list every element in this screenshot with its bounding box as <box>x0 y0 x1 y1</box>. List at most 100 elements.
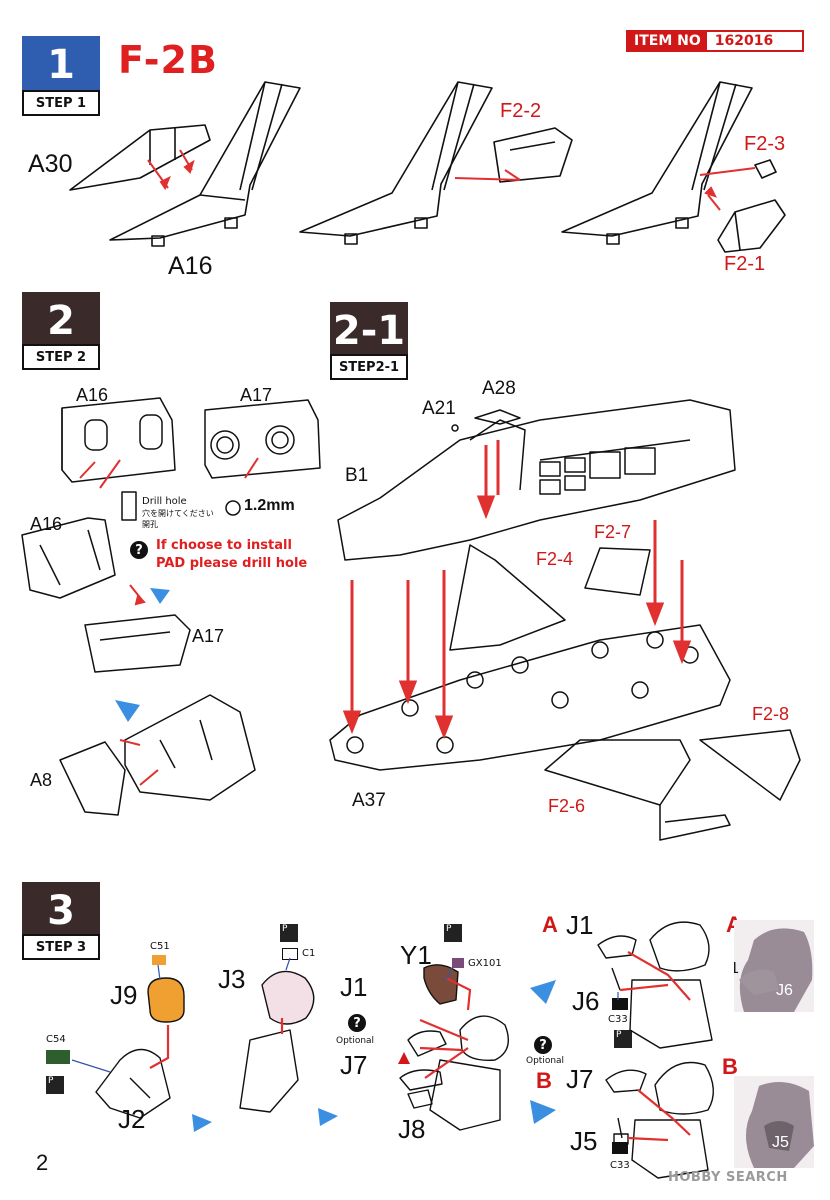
part-f2-8 <box>699 729 801 801</box>
part-j1-mask <box>407 1030 447 1057</box>
paint-icon-4: P <box>614 1030 632 1048</box>
label-f2-4: F2-4 <box>536 549 574 569</box>
color-c54: C54 <box>46 1034 66 1045</box>
label-a16-step1: A16 <box>168 252 213 280</box>
photo-b-shape <box>745 1082 814 1168</box>
swatch-c54 <box>46 1050 70 1064</box>
question-icon-step3: ? <box>348 1014 366 1032</box>
part-f2-3 <box>754 159 777 179</box>
part-j9-helmet <box>147 977 185 1023</box>
part-a30 <box>69 124 211 191</box>
photo-a-shape <box>739 928 813 1012</box>
step2-1-label: STEP2-1 <box>330 354 408 380</box>
drill-note-line2: PAD please drill hole <box>156 556 308 571</box>
optional-label-1: Optional <box>336 1036 375 1046</box>
part-a8 <box>59 741 126 816</box>
part-a16-canopy <box>21 517 116 599</box>
photo-a-label-j1: J1 <box>734 960 739 977</box>
photo-variant-a: J1 J6 <box>734 920 814 1012</box>
label-f2-7: F2-7 <box>594 522 632 542</box>
label-a17-mid: A17 <box>192 626 225 646</box>
label-f2-1: F2-1 <box>724 253 766 275</box>
color-gx101: GX101 <box>468 958 502 969</box>
question-icon-step3-b: ? <box>534 1036 552 1054</box>
label-a16-mid: A16 <box>30 514 63 534</box>
label-a8: A8 <box>30 770 53 790</box>
question-icon: ? <box>130 541 148 559</box>
part-f2-4 <box>449 544 566 651</box>
label-j2: J2 <box>118 1104 146 1134</box>
color-c33-a: C33 <box>608 1014 628 1025</box>
color-c33-b: C33 <box>610 1160 630 1171</box>
label-b-j7: J7 <box>566 1064 594 1094</box>
part-y1-visor <box>423 964 459 1005</box>
part-a28 <box>474 409 521 425</box>
photo-b-label-j5: J5 <box>772 1134 789 1151</box>
paint-icon-2: P <box>280 924 298 942</box>
part-crew-helmet <box>459 1015 509 1061</box>
color-c51: C51 <box>150 941 170 952</box>
label-j1: J1 <box>340 972 368 1002</box>
part-j7-mask <box>399 1069 443 1091</box>
part-j2-body <box>95 1048 171 1119</box>
part-j3-body <box>239 1029 299 1113</box>
step1-number: 1 <box>22 36 100 94</box>
step2-number: 2 <box>22 292 100 350</box>
variant-a-left: A <box>542 912 558 937</box>
color-c1: C1 <box>302 948 316 959</box>
part-a17-box <box>204 399 321 479</box>
tail-fin-1 <box>109 81 301 241</box>
blue-arrow-1 <box>150 588 170 604</box>
variant-b-right: B <box>722 1054 738 1079</box>
part-assembled-seat <box>124 694 256 801</box>
blue-arrow-3 <box>192 1114 212 1132</box>
part-a-j1 <box>597 935 637 959</box>
paint-icon-1: P <box>46 1076 64 1094</box>
part-crew-body <box>429 1059 501 1131</box>
watermark: HOBBY SEARCH <box>668 1170 788 1185</box>
optional-label-2: Optional <box>526 1056 565 1066</box>
label-a16-top: A16 <box>76 385 109 405</box>
blue-arrow-4 <box>318 1108 338 1126</box>
paint-icon-3: P <box>444 924 462 942</box>
part-a21 <box>451 424 459 432</box>
label-a-j6: J6 <box>572 986 600 1016</box>
label-b-j5: J5 <box>570 1126 598 1156</box>
swatch-c33-a <box>612 998 628 1010</box>
label-j8: J8 <box>398 1114 426 1144</box>
label-a37: A37 <box>352 790 386 811</box>
label-b1: B1 <box>345 465 369 486</box>
part-a17-mid <box>84 614 191 673</box>
tail-fin-2 <box>299 81 493 237</box>
label-a30: A30 <box>28 150 73 178</box>
drill-size: 1.2mm <box>244 497 295 514</box>
label-j9: J9 <box>110 980 138 1010</box>
arrow-j9 <box>149 1025 170 1069</box>
label-a17-top: A17 <box>240 385 273 405</box>
label-f2-6: F2-6 <box>548 796 586 816</box>
drill-note-line1: If choose to install <box>156 538 292 553</box>
swatch-c51 <box>152 955 166 965</box>
step3-label: STEP 3 <box>22 934 100 960</box>
part-j8 <box>407 1089 433 1109</box>
step2-1-number: 2-1 <box>330 302 408 360</box>
part-f2-7 <box>584 547 651 596</box>
item-number-value: 162016 <box>714 33 774 49</box>
step1-label: STEP 1 <box>22 90 100 116</box>
swatch-c33-b <box>612 1142 628 1154</box>
blue-arrow-6 <box>530 1100 556 1124</box>
part-f2-6 <box>544 739 691 806</box>
tail-fin-3 <box>561 81 753 237</box>
part-b1-fuselage <box>337 399 736 561</box>
photo-a-label-j6: J6 <box>776 982 793 999</box>
label-j7: J7 <box>340 1050 368 1080</box>
drill-hole-jp2: 開孔 <box>142 520 158 529</box>
label-y1: Y1 <box>400 940 432 970</box>
label-a28: A28 <box>482 378 516 399</box>
part-a-helmet <box>649 921 710 972</box>
step3-number: 3 <box>22 882 100 940</box>
drill-hole-jp: 穴を開けてください <box>142 509 214 518</box>
